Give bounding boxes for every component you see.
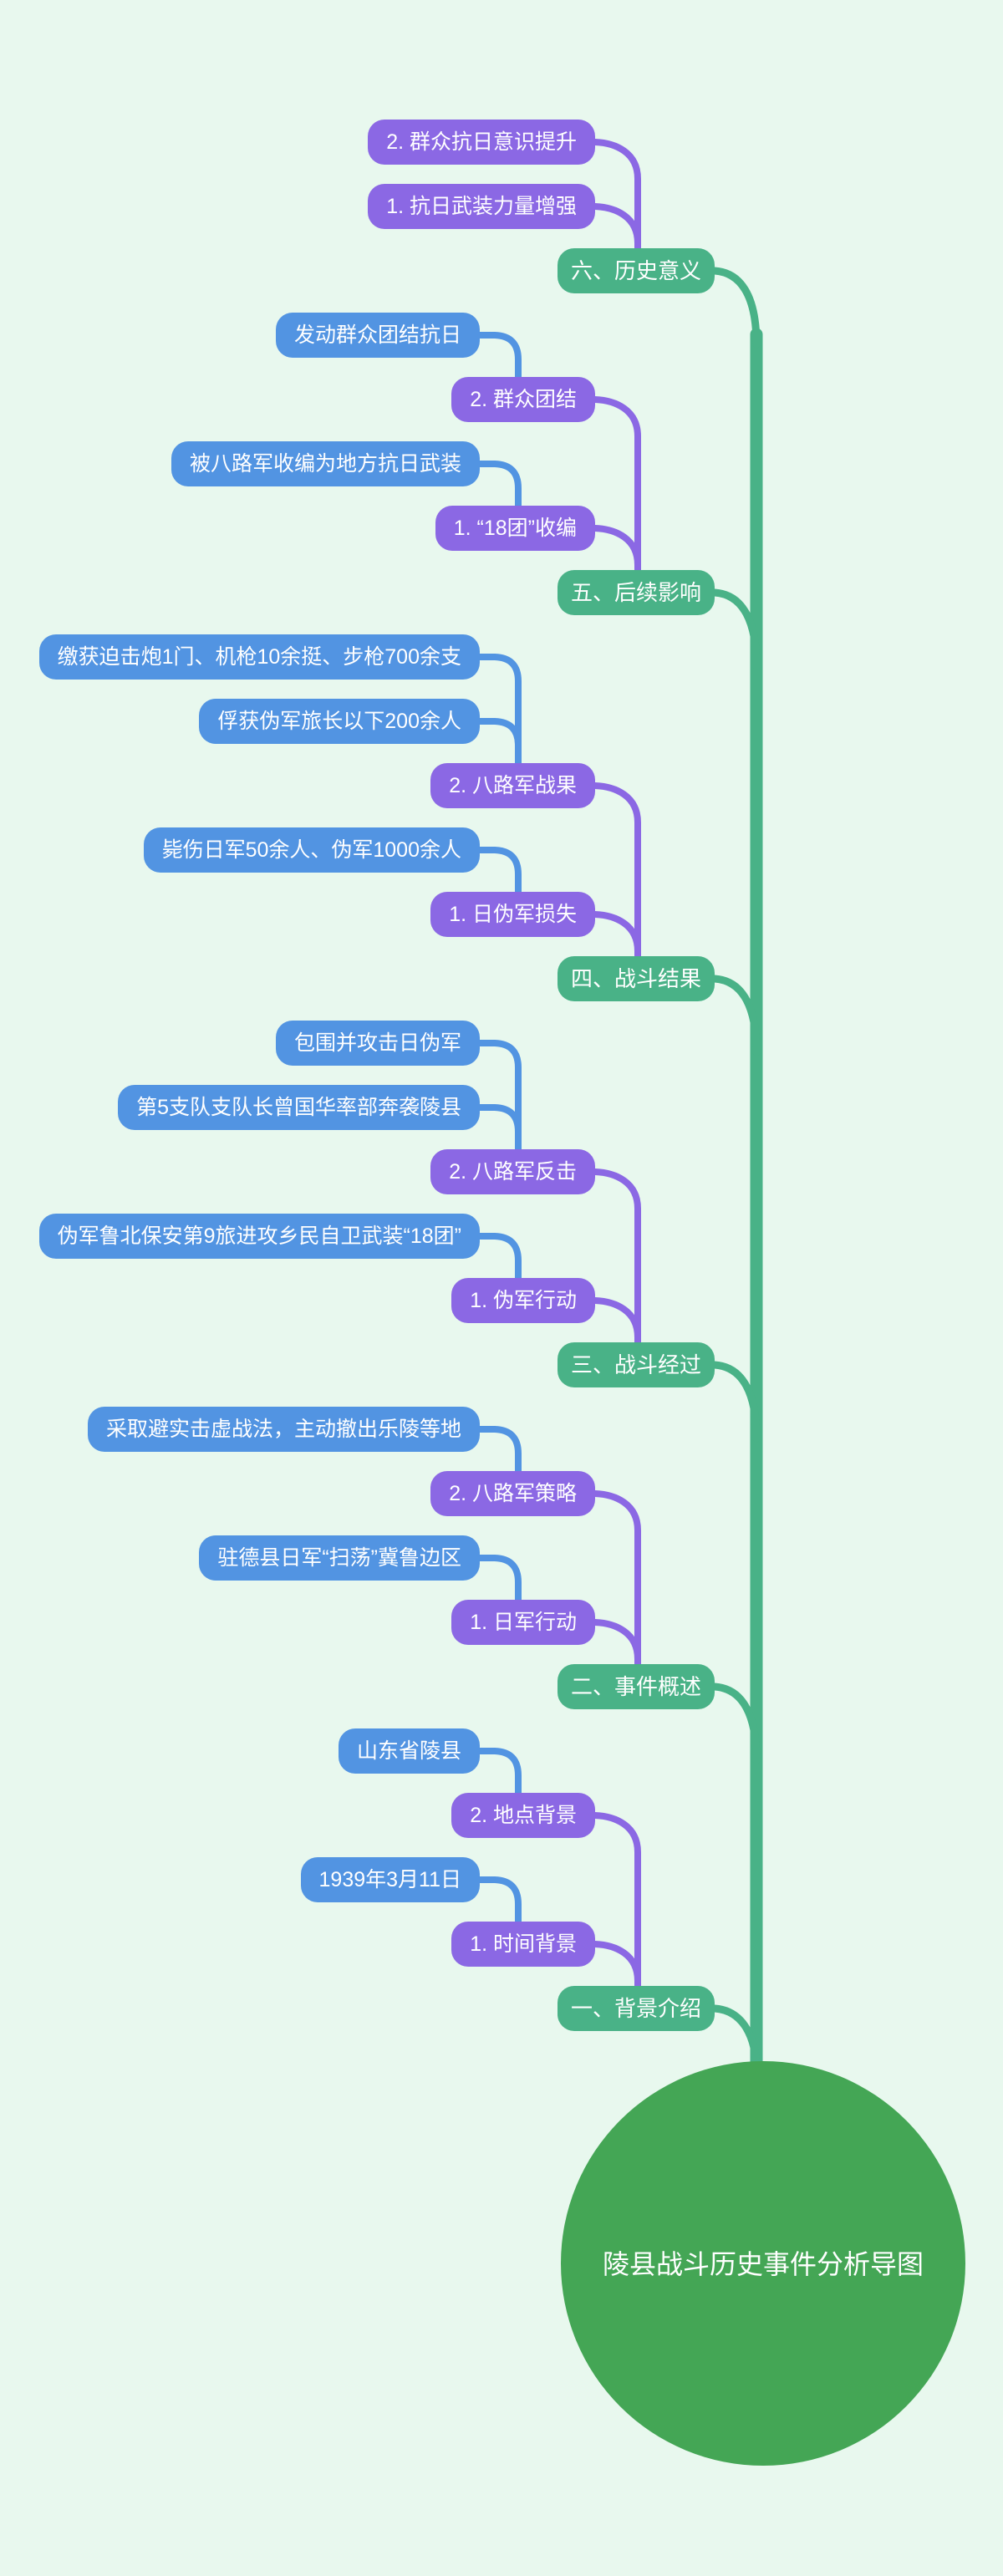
detail-connector bbox=[476, 332, 522, 380]
subtopic-node-mass-unity[interactable]: 2. 群众团结 bbox=[451, 377, 595, 422]
root-topic[interactable]: 陵县战斗历史事件分析导图 bbox=[561, 2061, 965, 2466]
detail-node-puppet-attack[interactable]: 伪军鲁北保安第9旅进攻乡民自卫武装“18团” bbox=[38, 1214, 480, 1259]
subtopic-connector bbox=[592, 782, 641, 960]
branch-connector bbox=[710, 1361, 761, 1443]
subtopic-connector bbox=[592, 525, 641, 573]
detail-node-captured-weapons[interactable]: 缴获迫击炮1门、机枪10余挺、步枪700余支 bbox=[38, 634, 480, 680]
detail-connector bbox=[476, 718, 522, 766]
branch-node-significance[interactable]: 六、历史意义 bbox=[557, 248, 715, 293]
branch-node-background[interactable]: 一、背景介绍 bbox=[557, 1986, 715, 2031]
detail-node-mobilize-masses[interactable]: 发动群众团结抗日 bbox=[275, 313, 480, 358]
subtopic-connector bbox=[592, 139, 641, 252]
detail-connector bbox=[476, 1748, 522, 1796]
detail-connector bbox=[476, 847, 522, 895]
branch-node-battle-result[interactable]: 四、战斗结果 bbox=[557, 956, 715, 1001]
detail-node-location[interactable]: 山东省陵县 bbox=[338, 1728, 480, 1774]
detail-connector bbox=[476, 1426, 522, 1474]
subtopic-node-mass-awareness[interactable]: 2. 群众抗日意识提升 bbox=[368, 120, 595, 165]
detail-connector bbox=[476, 1104, 522, 1153]
subtopic-connector bbox=[592, 203, 641, 252]
detail-connector bbox=[476, 1555, 522, 1603]
subtopic-node-8ra-strategy[interactable]: 2. 八路军策略 bbox=[430, 1471, 595, 1516]
detail-node-enemy-casualties[interactable]: 毙伤日军50余人、伪军1000余人 bbox=[143, 827, 480, 873]
subtopic-node-enemy-losses[interactable]: 1. 日伪军损失 bbox=[430, 892, 595, 937]
branch-connector bbox=[710, 975, 761, 1056]
branch-node-aftermath[interactable]: 五、后续影响 bbox=[557, 570, 715, 615]
detail-node-reorganized[interactable]: 被八路军收编为地方抗日武装 bbox=[171, 441, 480, 486]
detail-connector bbox=[476, 1233, 522, 1281]
subtopic-connector bbox=[592, 1619, 641, 1667]
subtopic-node-armed-strength[interactable]: 1. 抗日武装力量增强 bbox=[368, 184, 595, 229]
subtopic-connector bbox=[592, 1168, 641, 1346]
branch-connector bbox=[710, 588, 761, 670]
subtopic-node-18tuan-adoption[interactable]: 1. “18团”收编 bbox=[435, 506, 595, 551]
subtopic-node-location-bg[interactable]: 2. 地点背景 bbox=[451, 1793, 595, 1838]
detail-node-date[interactable]: 1939年3月11日 bbox=[300, 1857, 480, 1902]
subtopic-connector bbox=[592, 911, 641, 960]
subtopic-node-8ra-counter[interactable]: 2. 八路军反击 bbox=[430, 1149, 595, 1194]
branch-node-event-overview[interactable]: 二、事件概述 bbox=[557, 1664, 715, 1709]
subtopic-node-8ra-gains[interactable]: 2. 八路军战果 bbox=[430, 763, 595, 808]
branch-connector bbox=[710, 267, 761, 349]
subtopic-node-puppet-action[interactable]: 1. 伪军行动 bbox=[451, 1278, 595, 1323]
subtopic-connector bbox=[592, 1490, 641, 1667]
detail-connector bbox=[476, 654, 522, 766]
root-topic-label: 陵县战斗历史事件分析导图 bbox=[602, 2249, 924, 2279]
detail-connector bbox=[476, 1876, 522, 1925]
detail-node-8ra-tactics[interactable]: 采取避实击虚战法，主动撤出乐陵等地 bbox=[87, 1407, 480, 1452]
detail-connector bbox=[476, 461, 522, 509]
subtopic-node-time-bg[interactable]: 1. 时间背景 bbox=[451, 1922, 595, 1967]
subtopic-connector bbox=[592, 1941, 641, 1989]
detail-connector bbox=[476, 1040, 522, 1153]
branch-connector bbox=[710, 1683, 761, 1764]
subtopic-connector bbox=[592, 1812, 641, 1989]
detail-node-encircle-attack[interactable]: 包围并攻击日伪军 bbox=[275, 1021, 480, 1066]
detail-node-zeng-guohua-raid[interactable]: 第5支队支队长曾国华率部奔袭陵县 bbox=[118, 1085, 480, 1130]
branch-node-battle-process[interactable]: 三、战斗经过 bbox=[557, 1342, 715, 1387]
branch-connector bbox=[710, 2004, 761, 2077]
subtopic-connector bbox=[592, 1297, 641, 1346]
subtopic-connector bbox=[592, 396, 641, 573]
detail-node-japanese-sweep[interactable]: 驻德县日军“扫荡”冀鲁边区 bbox=[199, 1535, 480, 1581]
detail-node-captured-prisoners[interactable]: 俘获伪军旅长以下200余人 bbox=[199, 699, 480, 744]
subtopic-node-japanese-action[interactable]: 1. 日军行动 bbox=[451, 1600, 595, 1645]
